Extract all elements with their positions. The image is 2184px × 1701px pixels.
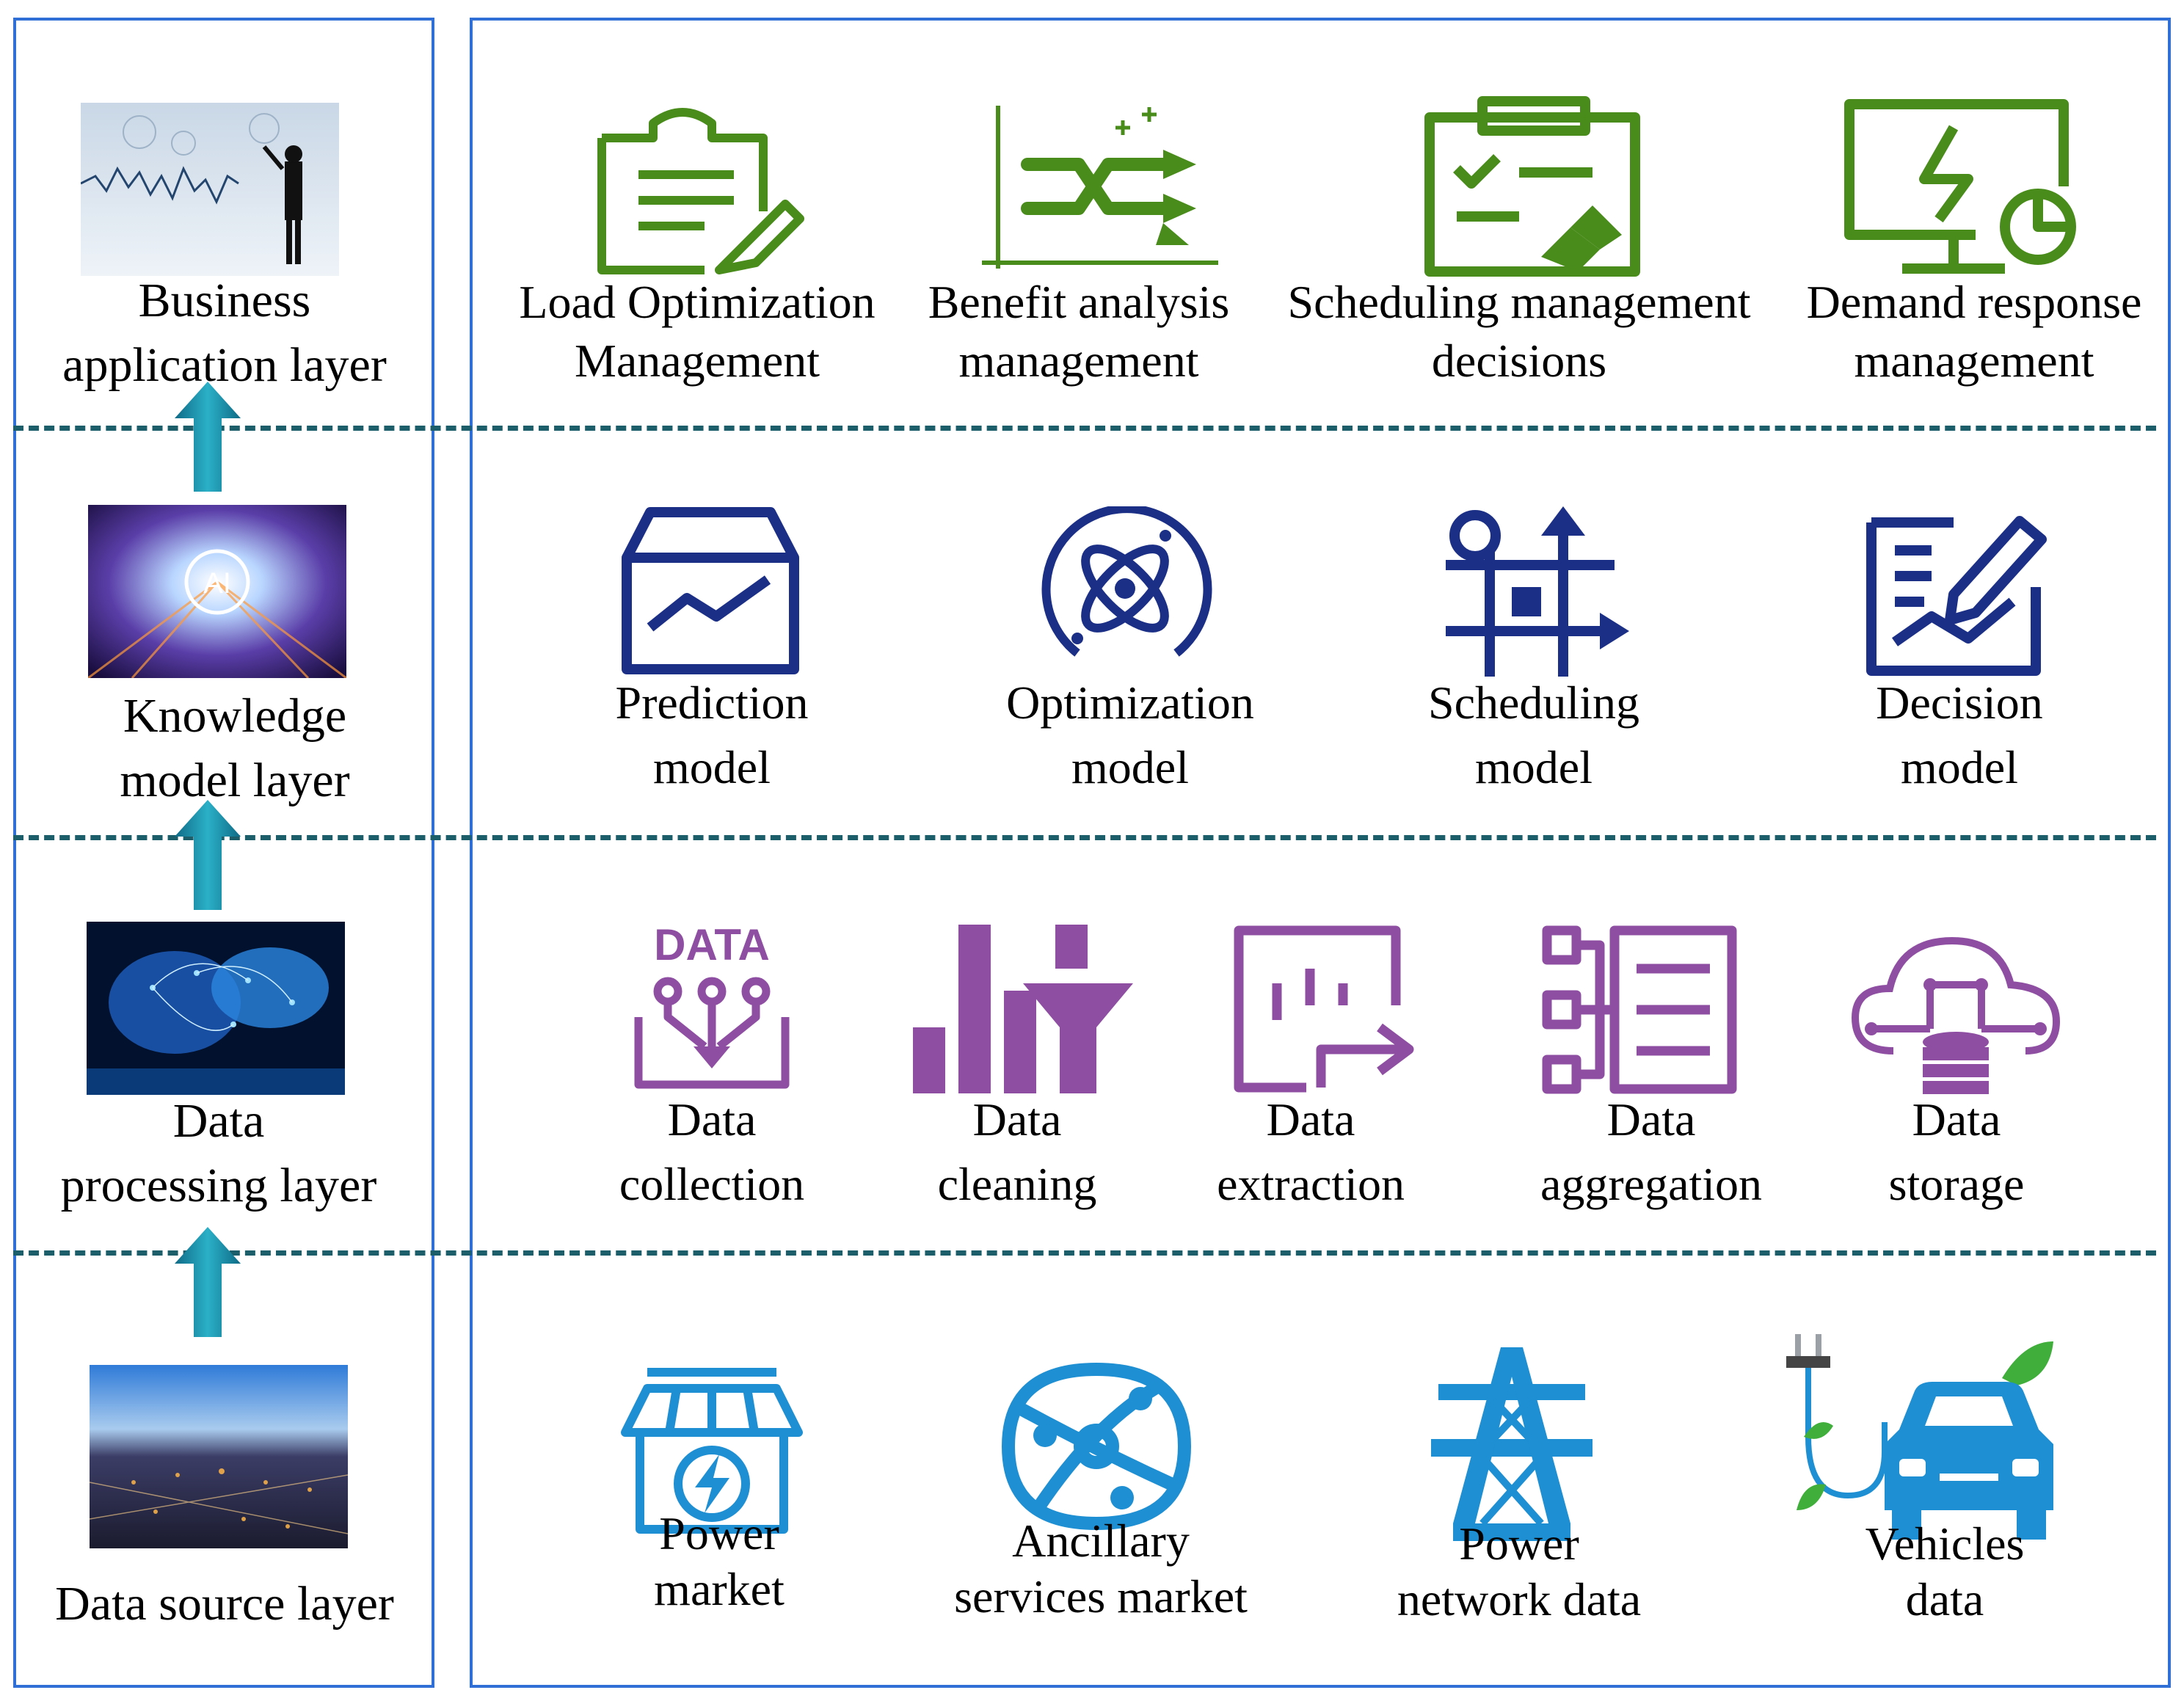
aggregation-list-icon	[1542, 925, 1737, 1094]
business-thumbnail	[81, 103, 339, 276]
data-collect-icon: DATA	[631, 922, 793, 1092]
processing-thumbnail	[87, 922, 345, 1095]
monitor-lightning-icon	[1844, 99, 2076, 274]
clipboard-pencil-icon	[597, 108, 804, 274]
clipboard-checklist-icon	[1424, 96, 1640, 277]
layer-label-source: Data source layer	[55, 1577, 394, 1631]
box-chart-icon	[622, 507, 799, 674]
content-frame	[470, 18, 2171, 1688]
up-arrow-icon	[175, 1227, 241, 1337]
up-arrow-icon	[175, 800, 241, 910]
source-thumbnail	[90, 1365, 348, 1548]
svg-text:AI: AI	[203, 567, 231, 600]
power-store-icon	[621, 1368, 803, 1534]
separator-2	[13, 835, 2156, 840]
knowledge-thumbnail: AI	[88, 505, 346, 678]
layer-column-frame	[13, 18, 434, 1688]
trend-arrows-icon	[982, 106, 1218, 269]
export-arrow-icon	[1234, 925, 1414, 1093]
electric-car-icon	[1786, 1334, 2053, 1540]
cloud-database-icon	[1851, 936, 2061, 1094]
separator-3	[13, 1250, 2156, 1256]
up-arrow-icon	[175, 382, 241, 492]
separator-1	[13, 426, 2156, 431]
network-orbit-icon	[1001, 1363, 1192, 1531]
crossroad-arrows-icon	[1446, 506, 1629, 677]
atom-orbit-icon	[1041, 506, 1212, 657]
data-collect-icon-text: DATA	[654, 920, 770, 969]
bars-funnel-icon	[913, 925, 1133, 1093]
transmission-tower-icon	[1431, 1347, 1592, 1541]
document-pen-icon	[1866, 516, 2047, 676]
